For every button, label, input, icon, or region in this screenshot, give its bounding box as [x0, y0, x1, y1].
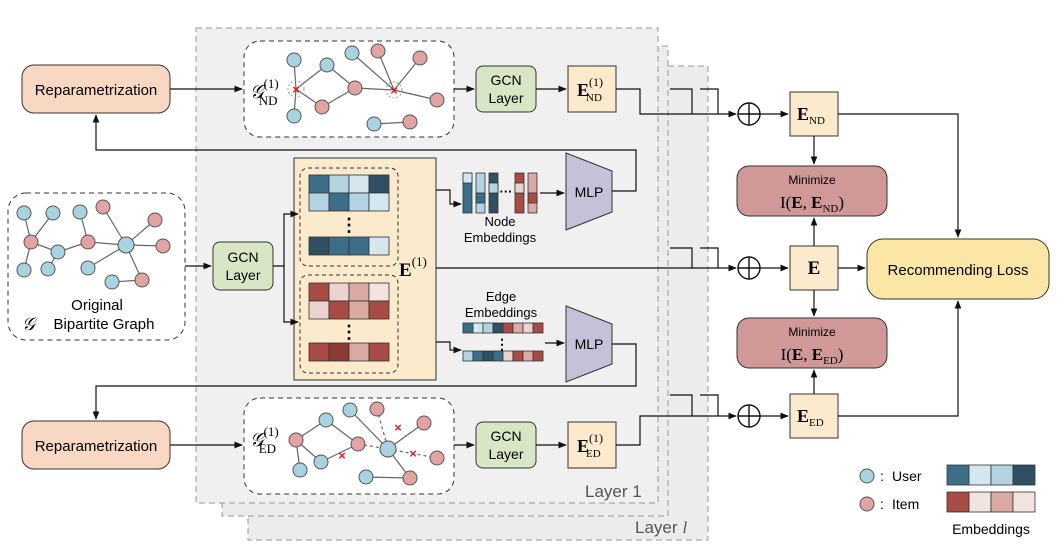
g-ed-symbol: 𝒢(1)ED	[250, 424, 279, 456]
original-script-g: 𝒢	[22, 314, 38, 334]
mlp-top: MLP	[565, 152, 613, 231]
edge-drop-mark-2: ×	[394, 420, 402, 435]
mlp-bottom: MLP	[565, 305, 613, 383]
gcn-layer-top: GCN Layer	[475, 65, 537, 113]
edge-embeddings	[462, 322, 544, 362]
svg-text:E(1)ND: E(1)ND	[577, 75, 603, 104]
minimize-bottom-box: Minimize I(E, EED)	[736, 317, 888, 369]
svg-text:GCN: GCN	[490, 72, 521, 88]
legend-user-label: User	[892, 468, 922, 484]
original-label-line2: Bipartite Graph	[54, 316, 155, 333]
svg-text:Reparametrization: Reparametrization	[35, 82, 158, 99]
legend: : User : Item Embeddings	[859, 464, 1036, 537]
edge-drop-mark-1: ×	[338, 448, 346, 463]
node-emb-hdots: ···	[500, 184, 513, 199]
svg-text:I(E, END): I(E, END)	[780, 193, 844, 215]
graph-edge-dropout: × × ×	[243, 397, 455, 495]
svg-text:EED: EED	[797, 406, 824, 429]
svg-text:MLP: MLP	[575, 336, 604, 352]
drop-mark-1: ×	[292, 82, 300, 97]
svg-text:MLP: MLP	[575, 184, 604, 200]
recommending-loss-box: Recommending Loss	[866, 238, 1050, 300]
reparam-bottom-box: Reparametrization	[21, 420, 171, 470]
svg-text:END: END	[797, 104, 825, 127]
e1-symbol: E(1)	[399, 254, 427, 281]
svg-text:Layer: Layer	[488, 446, 523, 462]
original-graph: Original 𝒢 Bipartite Graph	[7, 192, 186, 341]
svg-text:I(E, EED): I(E, EED)	[781, 345, 844, 367]
e-ed-box: EED	[789, 393, 839, 439]
node-emb-label-2: Embeddings	[464, 230, 537, 245]
reparam-top-box: Reparametrization	[21, 64, 171, 114]
edge-emb-label-1: Edge	[486, 289, 516, 304]
svg-text:GCN: GCN	[490, 428, 521, 444]
e-ed-1-box: E(1)ED	[567, 421, 617, 469]
svg-text:E(1)ED: E(1)ED	[577, 431, 603, 460]
svg-text:Minimize: Minimize	[788, 325, 836, 339]
edge-emb-vdots: ⋮	[495, 336, 509, 352]
e-nd-box: END	[789, 91, 839, 137]
connectors	[92, 85, 962, 449]
vdots-item: ⋮	[340, 322, 358, 342]
plus-bottom	[737, 404, 761, 428]
legend-user-node	[859, 468, 875, 484]
drop-mark-2: ×	[390, 83, 398, 98]
svg-text:E: E	[808, 258, 821, 279]
e-nd-1-box: E(1)ND	[567, 65, 617, 113]
legend-item-label: Item	[892, 496, 919, 512]
plus-top	[737, 102, 761, 126]
gcn-layer-middle: GCN Layer	[212, 241, 274, 291]
legend-item-node	[859, 496, 875, 512]
original-label-line1: Original	[71, 297, 123, 314]
e-box: E	[789, 245, 839, 291]
gcn-layer-bottom: GCN Layer	[475, 421, 537, 469]
svg-text:Layer: Layer	[488, 90, 523, 106]
edge-emb-label-2: Embeddings	[465, 305, 538, 320]
e1-embedding-panel: ⋮ ⋮ E(1)	[293, 157, 437, 381]
plus-middle	[737, 256, 761, 280]
svg-text:Reparametrization: Reparametrization	[35, 438, 158, 455]
svg-text:Recommending Loss: Recommending Loss	[888, 262, 1029, 279]
minimize-top-box: Minimize I(E, END)	[736, 165, 888, 217]
legend-embeddings-label: Embeddings	[952, 521, 1030, 537]
svg-text:Minimize: Minimize	[788, 173, 836, 187]
node-embeddings	[462, 172, 538, 214]
legend-item-sep: :	[880, 496, 884, 512]
svg-text:Layer: Layer	[225, 267, 260, 283]
node-emb-label-1: Node	[484, 214, 515, 229]
layer-1-label: Layer 1	[585, 482, 642, 501]
vdots-user: ⋮	[340, 215, 358, 235]
graph-node-dropout: × ×	[243, 40, 455, 138]
edge-drop-mark-3: ×	[409, 446, 417, 461]
g-nd-symbol: 𝒢(1)ND	[250, 76, 279, 108]
legend-user-sep: :	[880, 468, 884, 484]
svg-text:GCN: GCN	[227, 249, 258, 265]
